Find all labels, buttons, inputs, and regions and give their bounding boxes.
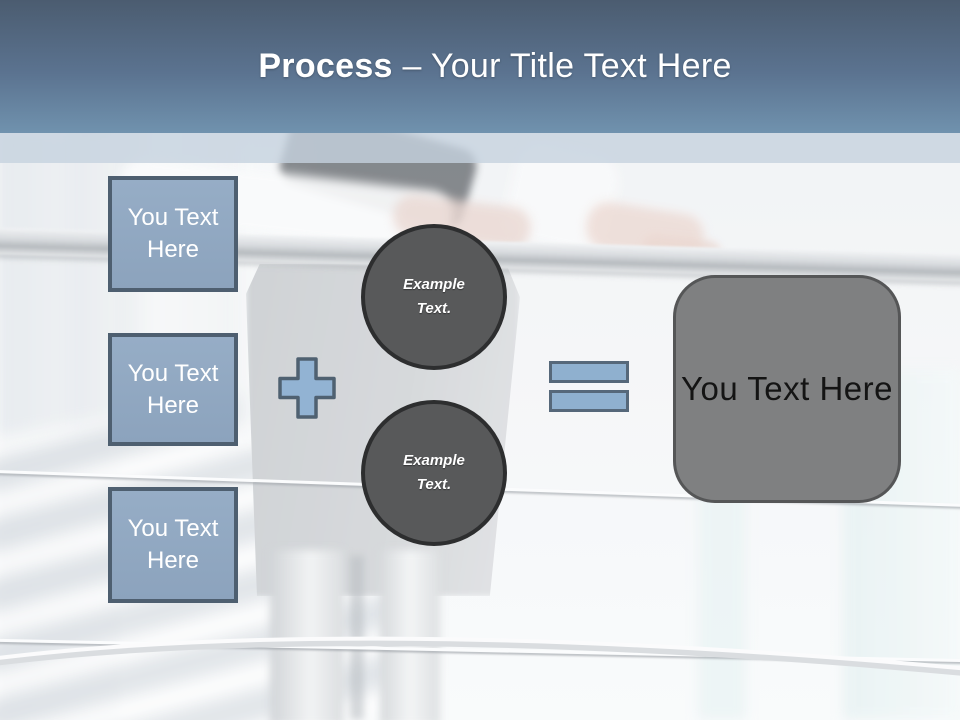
text-placeholder-box-3[interactable]: You Text Here [108,487,238,603]
box-label: You Text Here [127,515,219,574]
photo-curved-rail [0,636,960,676]
example-circle-1[interactable]: Example Text. [361,224,507,370]
equals-bar-top [549,361,629,383]
text-placeholder-box-1[interactable]: You Text Here [108,176,238,292]
box-label: You Text Here [127,359,219,419]
sub-header-strip [0,133,960,163]
photo-person-leg [380,550,440,720]
equals-bar-bottom [549,390,629,412]
slide-header: Process – Your Title Text Here [0,0,960,133]
box-label: You Text Here [127,204,219,263]
circle-label: Example Text. [403,452,465,493]
title-subtitle: – Your Title Text Here [402,47,732,85]
slide-title[interactable]: Process – Your Title Text Here [258,47,731,86]
photo-person-leg [270,550,344,720]
circle-label: Example Text. [403,276,465,317]
result-placeholder-box[interactable]: You Text Here [673,275,901,503]
title-keyword: Process [258,47,393,85]
equals-icon [549,361,629,412]
text-placeholder-box-2[interactable]: You Text Here [108,333,238,446]
plus-icon [278,357,336,419]
result-label: You Text Here [681,370,893,407]
example-circle-2[interactable]: Example Text. [361,400,507,546]
